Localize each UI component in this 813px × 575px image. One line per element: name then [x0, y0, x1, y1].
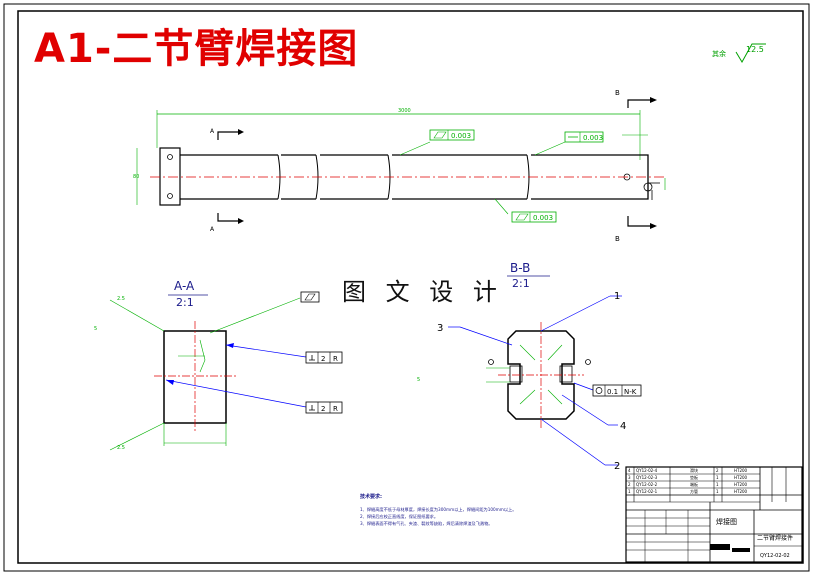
- svg-text:其余: 其余: [712, 49, 726, 58]
- svg-text:80: 80: [133, 174, 139, 180]
- title-block: 4 QY12-02-4 滑块 2 HT200 3 QY12-02-3 垫板 1 …: [625, 466, 803, 563]
- svg-text:1: 1: [716, 489, 719, 494]
- svg-text:焊接图: 焊接图: [716, 517, 737, 526]
- svg-text:2: 2: [716, 468, 719, 473]
- svg-text:B: B: [615, 235, 620, 243]
- svg-text:2:1: 2:1: [176, 296, 194, 309]
- svg-text:0.003: 0.003: [451, 132, 471, 140]
- drawing-title: A1-二节臂焊接图: [34, 26, 359, 72]
- svg-text:12.5: 12.5: [746, 45, 764, 54]
- svg-text:2.5: 2.5: [117, 445, 125, 451]
- section-markers: A A B B: [210, 89, 657, 243]
- svg-text:A: A: [210, 128, 215, 135]
- inner-frame: [17, 10, 804, 564]
- svg-text:2: 2: [321, 405, 325, 413]
- technical-notes: 技术要求: 1、焊缝高度不低于母材厚度，焊接长度为300mm以上，焊缝间距为10…: [360, 493, 516, 527]
- svg-text:HT200: HT200: [734, 475, 748, 480]
- svg-text:HT200: HT200: [734, 482, 748, 487]
- svg-text:A-A: A-A: [174, 279, 195, 293]
- svg-text:端板: 端板: [690, 481, 698, 487]
- svg-text:0.003: 0.003: [533, 214, 553, 222]
- svg-text:0.003: 0.003: [583, 134, 603, 142]
- svg-text:2: 2: [321, 355, 325, 363]
- svg-text:1: 1: [716, 475, 719, 480]
- svg-text:4: 4: [620, 421, 626, 432]
- svg-text:2、焊接后应校正直线度，保证图纸要求。: 2、焊接后应校正直线度，保证图纸要求。: [360, 513, 438, 520]
- svg-text:2: 2: [628, 482, 631, 487]
- svg-text:2.5: 2.5: [117, 296, 125, 302]
- svg-text:垫板: 垫板: [690, 474, 698, 480]
- section-a-a: A-A 2:1 2.5 2.5 2 R 2 R 5: [94, 279, 343, 451]
- svg-text:3、焊缝表面不得有气孔、夹渣、裂纹等缺陷，焊后清除焊渣及飞溅: 3、焊缝表面不得有气孔、夹渣、裂纹等缺陷，焊后清除焊渣及飞溅物。: [360, 520, 492, 527]
- watermark: 图 文 设 计: [338, 272, 507, 307]
- svg-text:3: 3: [437, 323, 443, 334]
- svg-text:B: B: [615, 89, 620, 97]
- svg-text:1: 1: [628, 489, 631, 494]
- svg-text:1、焊缝高度不低于母材厚度，焊接长度为300mm以上，焊缝间: 1、焊缝高度不低于母材厚度，焊接长度为300mm以上，焊缝间距为100mm以上。: [360, 506, 516, 513]
- section-b-b: B-B 2:1 5 1 2 3 4 0.1 N-K: [417, 261, 642, 472]
- svg-text:N-K: N-K: [624, 388, 637, 396]
- svg-text:1: 1: [716, 482, 719, 487]
- svg-text:0.1: 0.1: [607, 388, 618, 396]
- svg-text:QY12-02-4: QY12-02-4: [636, 468, 658, 473]
- svg-text:5: 5: [417, 377, 420, 383]
- svg-text:方管: 方管: [690, 488, 698, 494]
- svg-text:B-B: B-B: [510, 261, 530, 275]
- svg-text:技术要求:: 技术要求:: [360, 493, 382, 500]
- svg-text:QY12-02-2: QY12-02-2: [636, 482, 658, 487]
- svg-text:QY12-02-1: QY12-02-1: [636, 489, 658, 494]
- svg-text:3: 3: [628, 475, 631, 480]
- svg-text:HT200: HT200: [734, 489, 748, 494]
- svg-text:二节臂焊接件: 二节臂焊接件: [757, 534, 793, 542]
- main-view: 3000 80 0.003 0.003: [133, 108, 666, 223]
- svg-text:1: 1: [614, 291, 620, 302]
- svg-text:QY12-02-3: QY12-02-3: [636, 475, 658, 480]
- outer-frame: [3, 3, 810, 572]
- svg-text:5: 5: [94, 326, 97, 332]
- roughness-symbol: 其余 12.5: [712, 43, 766, 63]
- svg-text:滑块: 滑块: [690, 467, 698, 473]
- svg-text:R: R: [333, 355, 338, 363]
- svg-text:QY12-02-02: QY12-02-02: [760, 553, 790, 559]
- svg-text:HT200: HT200: [734, 468, 748, 473]
- svg-text:2: 2: [614, 461, 620, 472]
- svg-text:R: R: [333, 405, 338, 413]
- svg-text:3000: 3000: [398, 108, 411, 114]
- end-plate: [159, 147, 181, 206]
- svg-text:A: A: [210, 226, 215, 233]
- svg-text:4: 4: [628, 468, 631, 473]
- svg-text:2:1: 2:1: [512, 277, 530, 290]
